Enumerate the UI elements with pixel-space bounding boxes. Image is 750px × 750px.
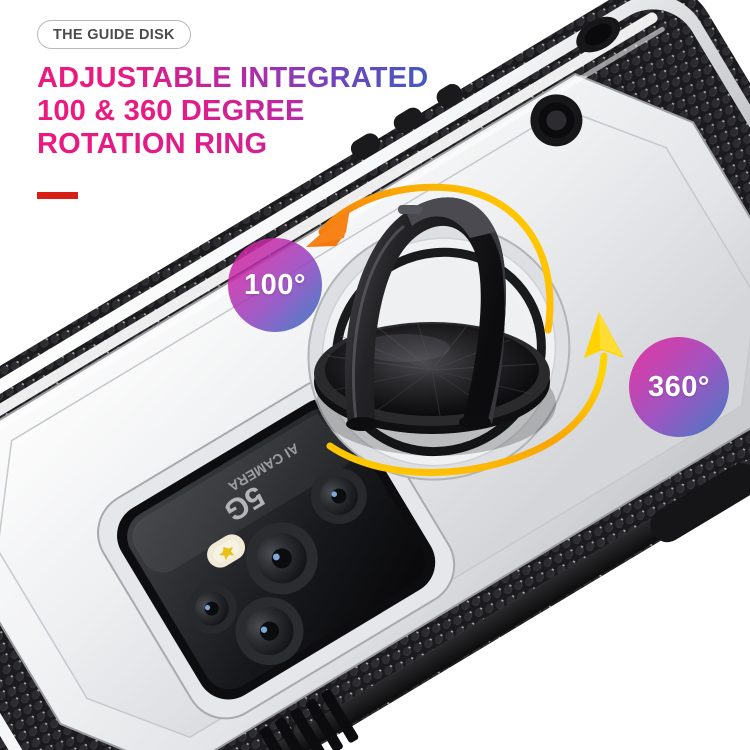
- disc-specular: [358, 334, 450, 362]
- camera-module: 5G AI CAMERA: [97, 378, 456, 720]
- camera-lens-1: [186, 583, 237, 634]
- port-holes: [530, 16, 621, 147]
- eyebrow-pill: THE GUIDE DISK: [37, 20, 191, 49]
- headline-line-3: ROTATION RING: [37, 128, 477, 161]
- side-buttons: [350, 83, 463, 160]
- speaker-grille: [259, 689, 359, 750]
- rotation-arrow-upper: [306, 183, 554, 334]
- headline-line-1: ADJUSTABLE INTEGRATED: [37, 62, 477, 95]
- callout-100-label: 100°: [244, 268, 306, 301]
- side-button-2: [393, 107, 424, 134]
- ring-arch-outer: [344, 197, 506, 424]
- arrow-lower-arc: [326, 352, 608, 476]
- arrow-upper-arc: [318, 183, 554, 334]
- side-button-3: [436, 83, 463, 108]
- callout-badge-360-degrees: 360°: [629, 337, 729, 437]
- rotation-arrow-lower: [326, 312, 624, 476]
- accent-underline: [37, 192, 78, 199]
- ring-arch-highlight: [352, 224, 405, 421]
- ring-holder: [314, 197, 556, 456]
- ring-arch-top-facet: [406, 197, 496, 238]
- ring-foot-right: [459, 415, 491, 429]
- camera-flash: [207, 534, 246, 568]
- side-button-1: [350, 133, 381, 160]
- port-hole-1: [530, 94, 583, 147]
- ring-hinge-notch: [398, 205, 422, 214]
- headline-line-2: 100 & 360 DEGREE: [37, 95, 477, 128]
- camera-lens-4: [310, 468, 367, 525]
- port-hole-2: [576, 16, 621, 53]
- camera-lens-2: [245, 522, 318, 595]
- ring-arch: [344, 197, 506, 424]
- power-button: [650, 463, 750, 543]
- page-title: ADJUSTABLE INTEGRATED 100 & 360 DEGREE R…: [37, 62, 477, 161]
- eyebrow-label: THE GUIDE DISK: [53, 26, 175, 43]
- ring-foot-left: [346, 417, 378, 431]
- callout-360-label: 360°: [648, 370, 710, 403]
- callout-badge-100-degrees: 100°: [228, 238, 322, 332]
- camera-lens-3: [235, 597, 304, 666]
